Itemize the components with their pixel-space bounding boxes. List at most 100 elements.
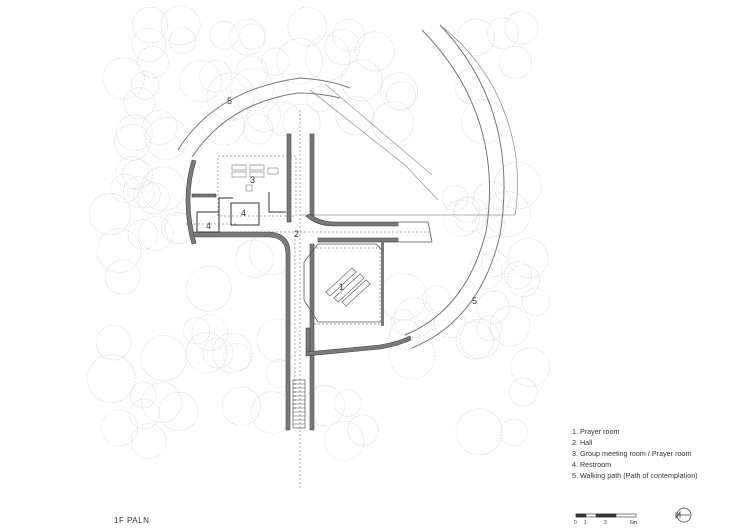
tree-canopy (442, 199, 480, 237)
tree-canopy (282, 103, 321, 142)
tree-canopy (347, 414, 379, 446)
tree-canopy (287, 6, 327, 47)
walking-path-arc-top-inner (191, 92, 341, 158)
plan-title: 1F PALN (114, 516, 150, 525)
tree-canopy (239, 23, 266, 50)
tree-canopy (276, 38, 323, 85)
tree-canopy-pattern (87, 5, 551, 461)
tree-canopy (441, 184, 469, 212)
room-label-restroom-1: 4 (206, 221, 211, 231)
tree-canopy (459, 318, 501, 359)
tree-canopy (521, 287, 551, 316)
tree-canopy (334, 389, 362, 417)
tree-canopy (185, 265, 232, 312)
tree-canopy (186, 331, 228, 374)
tree-canopy (256, 318, 301, 363)
tree-canopy (169, 27, 196, 55)
tree-canopy (476, 290, 510, 324)
tree-canopy (455, 321, 494, 360)
room-label-walking-path-2: 5 (472, 296, 477, 306)
tree-canopy (102, 57, 145, 100)
prayer-room-wall-right (381, 240, 384, 326)
tree-canopy (160, 5, 201, 46)
tree-canopy (223, 343, 252, 371)
tree-canopy (475, 207, 506, 238)
tree-canopy (457, 18, 495, 56)
tree-canopy (141, 166, 186, 212)
tree-canopy (129, 381, 157, 409)
tree-canopy (246, 98, 281, 133)
tree-canopy (476, 315, 503, 342)
tree-canopy (498, 45, 533, 80)
tree-canopy (484, 191, 531, 237)
tree-canopy (461, 99, 507, 144)
tree-canopy (453, 196, 480, 224)
tree-canopy (500, 418, 528, 447)
tree-canopy (230, 67, 274, 112)
scale-bar (575, 513, 637, 518)
tree-canopy (493, 161, 542, 210)
tree-canopy (202, 337, 234, 369)
partitions (196, 192, 286, 233)
tree-canopy (131, 6, 169, 44)
tree-canopy (114, 124, 151, 161)
tree-canopy (508, 237, 549, 279)
tree-canopy (142, 109, 178, 146)
tree-canopy (87, 354, 136, 403)
diagonal-path-line-2 (324, 83, 433, 176)
walking-path-arc-top (177, 77, 351, 151)
tree-canopy (507, 264, 540, 298)
tree-canopy (504, 11, 538, 45)
landscape-edge-arc (300, 24, 518, 216)
legend-item: 1. Prayer room (572, 427, 620, 436)
tree-canopy (235, 56, 268, 89)
tree-canopy (422, 285, 451, 314)
room-label-hall: 2 (294, 229, 299, 239)
walking-path-arc-right-inner (404, 29, 491, 336)
room-label-walking-path-1: 5 (227, 96, 232, 106)
tree-canopy (95, 324, 132, 361)
tree-canopy (390, 309, 416, 335)
tree-canopy (267, 101, 302, 136)
diagonal-path-line (309, 89, 439, 201)
tree-canopy (183, 317, 211, 345)
right-arm-end (398, 221, 433, 243)
tree-canopy (209, 20, 238, 50)
prayer-mats (325, 267, 371, 307)
scale-tick-label: 3 (604, 520, 607, 526)
tree-canopy (335, 96, 375, 135)
room-label-prayer-room: 1 (339, 282, 344, 292)
scale-tick-label: 6m (630, 520, 637, 526)
tree-canopy (261, 47, 290, 76)
dashed-grid-lines (186, 110, 430, 490)
tree-canopy (116, 114, 153, 152)
walls (185, 133, 412, 431)
tree-canopy (202, 103, 245, 146)
tree-canopy (508, 377, 538, 407)
tree-canopy (389, 319, 421, 351)
tree-canopy (304, 385, 345, 427)
tree-canopy (434, 306, 466, 338)
tree-canopy (242, 113, 274, 145)
tree-canopy (332, 18, 365, 52)
tree-canopy (212, 332, 253, 374)
tree-canopy (221, 386, 261, 426)
tree-canopy (304, 35, 351, 81)
tree-canopy (324, 29, 361, 66)
legend-item: 3. Group meeting room / Prayer room (572, 449, 692, 458)
tree-canopy (452, 196, 489, 232)
tree-canopy (115, 156, 149, 190)
tree-canopy (503, 261, 533, 290)
tree-canopy (251, 391, 294, 434)
tree-canopy (96, 228, 142, 273)
tree-canopy (229, 18, 266, 56)
tree-canopy (371, 101, 415, 145)
tree-canopy (130, 71, 160, 100)
room-label-restroom-2: 4 (241, 208, 246, 218)
north-arrow-icon (675, 507, 692, 523)
tree-canopy (141, 382, 182, 423)
tree-canopy (137, 182, 170, 215)
tree-canopy (130, 423, 167, 459)
tree-canopy (378, 272, 427, 321)
